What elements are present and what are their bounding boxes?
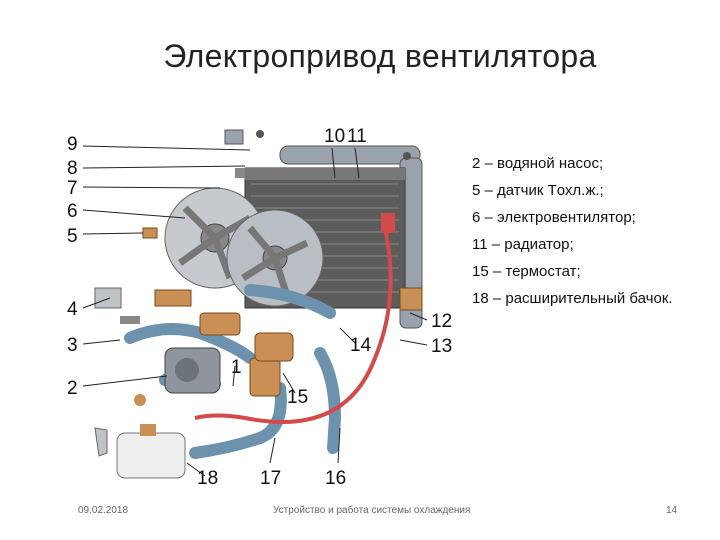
callout-7: 7 <box>67 178 78 199</box>
callout-11: 11 <box>347 126 367 147</box>
water-pump <box>164 347 221 394</box>
callout-16: 16 <box>325 468 346 489</box>
callout-14: 14 <box>350 335 372 356</box>
parts-legend: 2 – водяной насос; 5 – датчик Tохл.ж.; 6… <box>472 150 720 312</box>
callout-numbers: 9 8 7 6 5 4 3 2 10 11 12 13 14 1 15 16 1… <box>67 126 452 489</box>
electric-fan <box>164 187 324 307</box>
callout-10: 10 <box>324 126 345 147</box>
callout-18: 18 <box>197 468 218 489</box>
legend-item: 2 – водяной насос; <box>472 155 604 172</box>
callout-2: 2 <box>67 378 78 399</box>
footer-date: 09.02.2018 <box>78 505 129 516</box>
callout-leaders <box>82 145 428 477</box>
cooling-system-diagram: 9 8 7 6 5 4 3 2 10 11 12 13 14 1 15 16 1… <box>67 126 452 489</box>
callout-17: 17 <box>260 468 281 489</box>
expansion-tank <box>116 424 186 479</box>
small-parts <box>94 129 423 406</box>
callout-4: 4 <box>67 299 78 320</box>
callout-3: 3 <box>67 335 78 356</box>
callout-13: 13 <box>431 336 452 357</box>
footer-subject: Устройство и работа системы охлаждения <box>273 505 471 516</box>
legend-item: 18 – расширительный бачок. <box>472 290 673 307</box>
callout-15: 15 <box>287 387 308 408</box>
expansion-tube <box>194 227 393 424</box>
bracket-clip <box>94 427 108 457</box>
legend-item: 6 – электровентилятор; <box>472 209 636 226</box>
callout-12: 12 <box>431 311 452 332</box>
legend-item: 11 – радиатор; <box>472 236 574 253</box>
pipe-fittings <box>199 312 294 362</box>
callout-5: 5 <box>67 226 78 247</box>
thermostat <box>249 357 281 397</box>
legend-item: 5 – датчик Tохл.ж.; <box>472 182 604 199</box>
slide-title: Электропривод вентилятора <box>163 38 597 74</box>
callout-8: 8 <box>67 158 78 179</box>
callout-9: 9 <box>67 134 78 155</box>
callout-6: 6 <box>67 201 78 222</box>
legend-item: 15 – термостат; <box>472 263 581 280</box>
callout-1: 1 <box>231 357 242 378</box>
page-number: 14 <box>666 505 678 516</box>
